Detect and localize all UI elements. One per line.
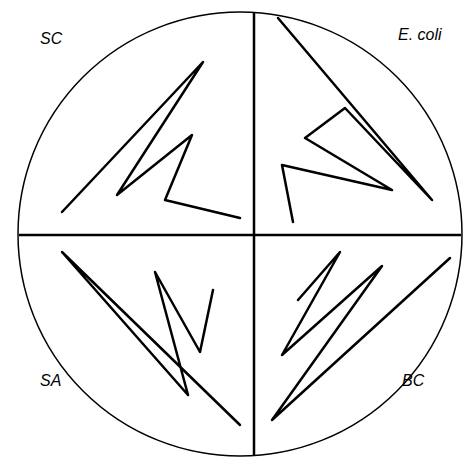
quadrant-label: E. coli	[398, 26, 442, 44]
quadrant-label: SA	[40, 372, 61, 390]
streak	[272, 252, 450, 420]
divider-line	[19, 234, 461, 237]
petri-dish	[18, 12, 462, 456]
streak	[62, 62, 240, 218]
quadrant-label: SC	[40, 30, 62, 48]
streak	[278, 18, 432, 222]
streak	[62, 252, 240, 425]
quadrant-label: BC	[402, 372, 424, 390]
